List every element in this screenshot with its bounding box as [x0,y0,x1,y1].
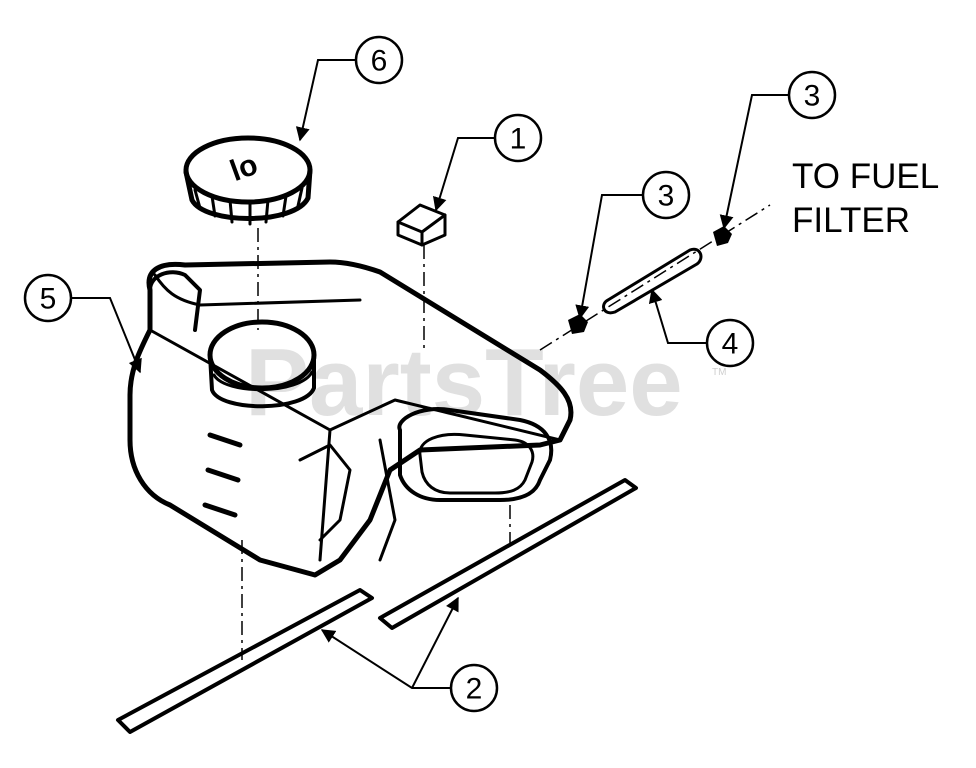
svg-text:4: 4 [722,328,739,361]
mounting-strips [116,478,638,734]
callout-6: 6 [354,35,404,85]
callout-2: 2 [449,663,499,713]
callout-4: 4 [705,318,755,368]
note-line-1: TO FUEL [792,157,939,196]
svg-text:3: 3 [658,180,675,213]
callout-5: 5 [23,273,73,323]
cap-mark: lo [226,148,262,188]
svg-text:5: 5 [40,283,57,316]
block-part [396,203,447,247]
svg-text:2: 2 [466,673,483,706]
callout-1: 1 [493,113,543,163]
watermark: PartsTree TM [245,329,726,436]
fuel-tank [127,259,574,578]
fuel-line [602,247,703,315]
note-line-2: FILTER [792,201,910,240]
fuel-filter-note: TO FUEL FILTER [792,157,939,240]
fuel-cap: lo [183,135,313,226]
callout-3-clamp-filter: 3 [787,70,837,120]
callout-3-clamp-tank: 3 [641,170,691,220]
svg-text:3: 3 [804,80,821,113]
leader-lines [66,59,788,689]
watermark-tm: TM [712,367,726,378]
svg-text:6: 6 [371,45,388,78]
svg-text:1: 1 [510,123,527,156]
